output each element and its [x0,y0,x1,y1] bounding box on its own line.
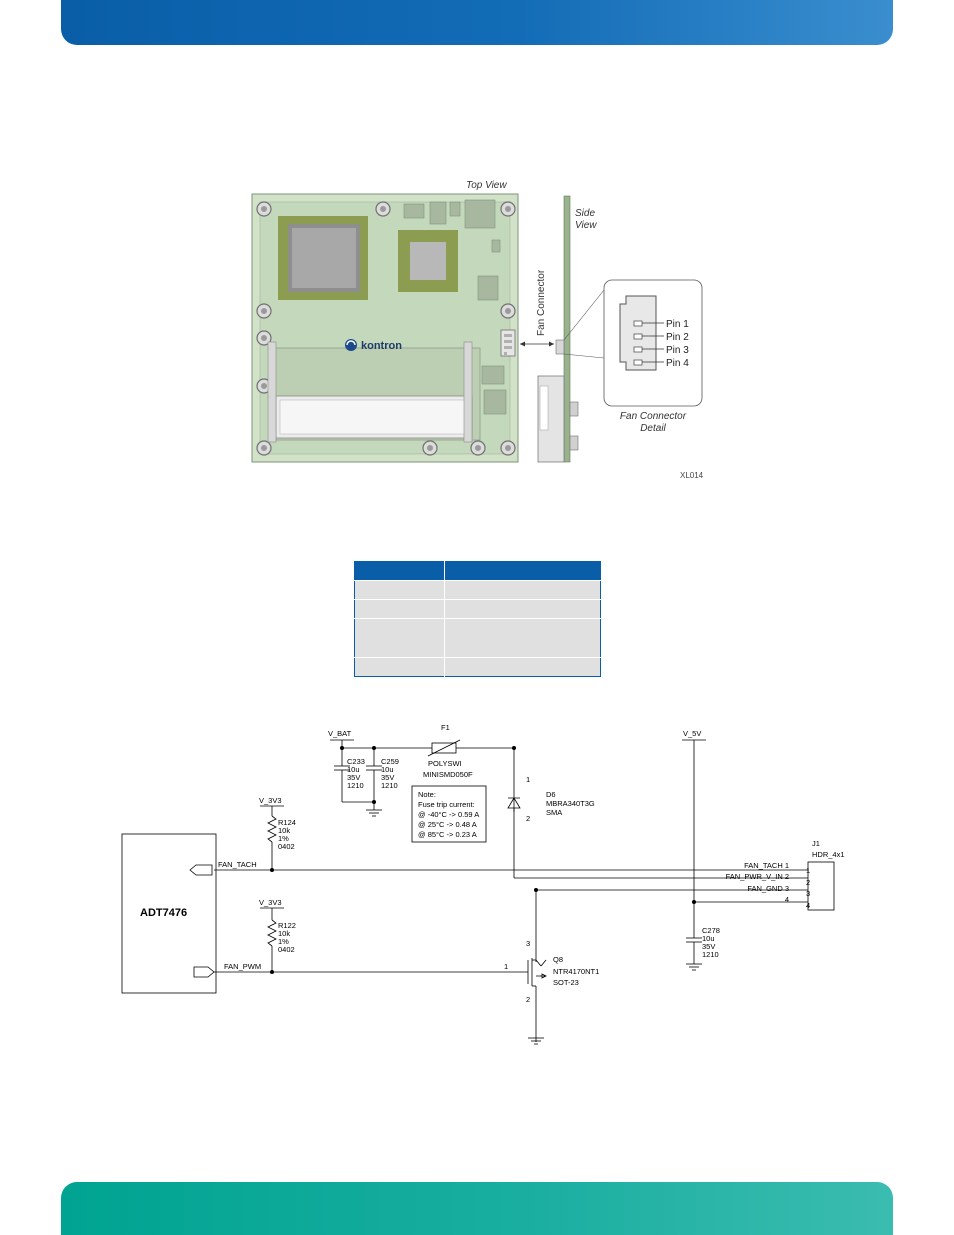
pin-1-label: Pin 1 [666,319,689,330]
table-cell [444,618,601,658]
q8-package: SOT-23 [553,978,579,987]
table-header-cell [354,561,445,581]
header-bar [61,0,893,45]
table-header-row [354,561,601,581]
d6-part: MBRA340T3G [546,799,595,808]
table-cell [354,580,445,600]
table-cell [354,657,445,677]
r124-package: 0402 [278,842,295,851]
side-view-label-2: View [575,220,597,231]
d6-pin-1: 1 [526,775,530,784]
c278-package: 1210 [702,950,719,959]
r122-ref: R122 [278,921,296,930]
table-cell [444,599,601,619]
brand-text: kontron [361,340,402,352]
board-side-view [563,195,571,463]
note-line-5: @ 85°C -> 0.23 A [418,830,477,839]
side-view-label-1: Side [575,208,595,219]
j1-net-2: FAN_PWR_V_IN 2 [726,872,789,881]
d6-package: SMA [546,808,562,817]
c259-package: 1210 [381,781,398,790]
c259-value: 10u [381,765,394,774]
table-row [354,657,601,677]
r124-ref: R124 [278,818,296,827]
r122-package: 0402 [278,945,295,954]
note-line-4: @ 25°C -> 0.48 A [418,820,477,829]
c259-voltage: 35V [381,773,394,782]
table-cell [444,657,601,677]
fan-connector-label: Fan Connector [536,269,547,336]
top-view-label: Top View [466,180,507,191]
j1-ref: J1 [812,839,820,848]
table-row [354,599,601,619]
f1-part-2: MINISMD050F [423,770,473,779]
footer-bar [61,1182,893,1235]
r124-tolerance: 1% [278,834,289,843]
table-cell [444,580,601,600]
note-line-3: @ -40°C -> 0.59 A [418,810,479,819]
r122-value: 10k [278,929,290,938]
v-3v3-label-bottom: V_3V3 [259,898,282,907]
q8-ref: Q8 [553,955,563,964]
c278-value: 10u [702,934,715,943]
j1-pin-4: 4 [806,901,810,910]
c278-voltage: 35V [702,942,715,951]
q8-pin-1: 1 [504,962,508,971]
j1-pin-3: 3 [806,889,810,898]
j1-net-4: 4 [785,895,789,904]
fan-pwm-net: FAN_PWM [224,962,261,971]
pin-2-label: Pin 2 [666,332,689,343]
v-bat-label: V_BAT [328,729,352,738]
f1-part-1: POLYSWI [428,759,462,768]
fan-tach-net: FAN_TACH [218,860,257,869]
j1-pin-2: 2 [806,878,810,887]
board-figure: kontron Top View Side View Fan Connector… [251,180,704,480]
table-row [354,618,601,658]
pin-3-label: Pin 3 [666,345,689,356]
fan-schematic: V_BAT V_5V F1 POLYSWI MINISMD050F C233 1… [121,723,845,1045]
c233-package: 1210 [347,781,364,790]
table-cell [354,599,445,619]
adt7476-chip-label: ADT7476 [140,907,187,919]
q8-part: NTR4170NT1 [553,967,599,976]
table-row [354,580,601,600]
detail-label-2: Detail [640,423,666,434]
pin-4-label: Pin 4 [666,358,689,369]
note-line-2: Fuse trip current: [418,800,475,809]
j1-net-3: FAN_GND 3 [747,884,789,893]
v-3v3-label-top: V_3V3 [259,796,282,805]
v-5v-label: V_5V [683,729,701,738]
figure-id: XL014 [680,471,704,480]
j1-part: HDR_4x1 [812,850,845,859]
note-line-1: Note: [418,790,436,799]
f1-label: F1 [441,723,450,732]
detail-label-1: Fan Connector [620,411,687,422]
table-cell [354,618,445,658]
j1-pin-1: 1 [806,866,810,875]
d6-ref: D6 [546,790,556,799]
c259-ref: C259 [381,757,399,766]
c278-ref: C278 [702,926,720,935]
r122-tolerance: 1% [278,937,289,946]
j1-net-1: FAN_TACH 1 [744,861,789,870]
c233-value: 10u [347,765,360,774]
table-header-cell [444,561,601,581]
c233-ref: C233 [347,757,365,766]
r124-value: 10k [278,826,290,835]
q8-pin-2: 2 [526,995,530,1004]
q8-pin-3: 3 [526,939,530,948]
fan-pin-table [354,561,601,677]
c233-voltage: 35V [347,773,360,782]
d6-pin-2: 2 [526,814,530,823]
